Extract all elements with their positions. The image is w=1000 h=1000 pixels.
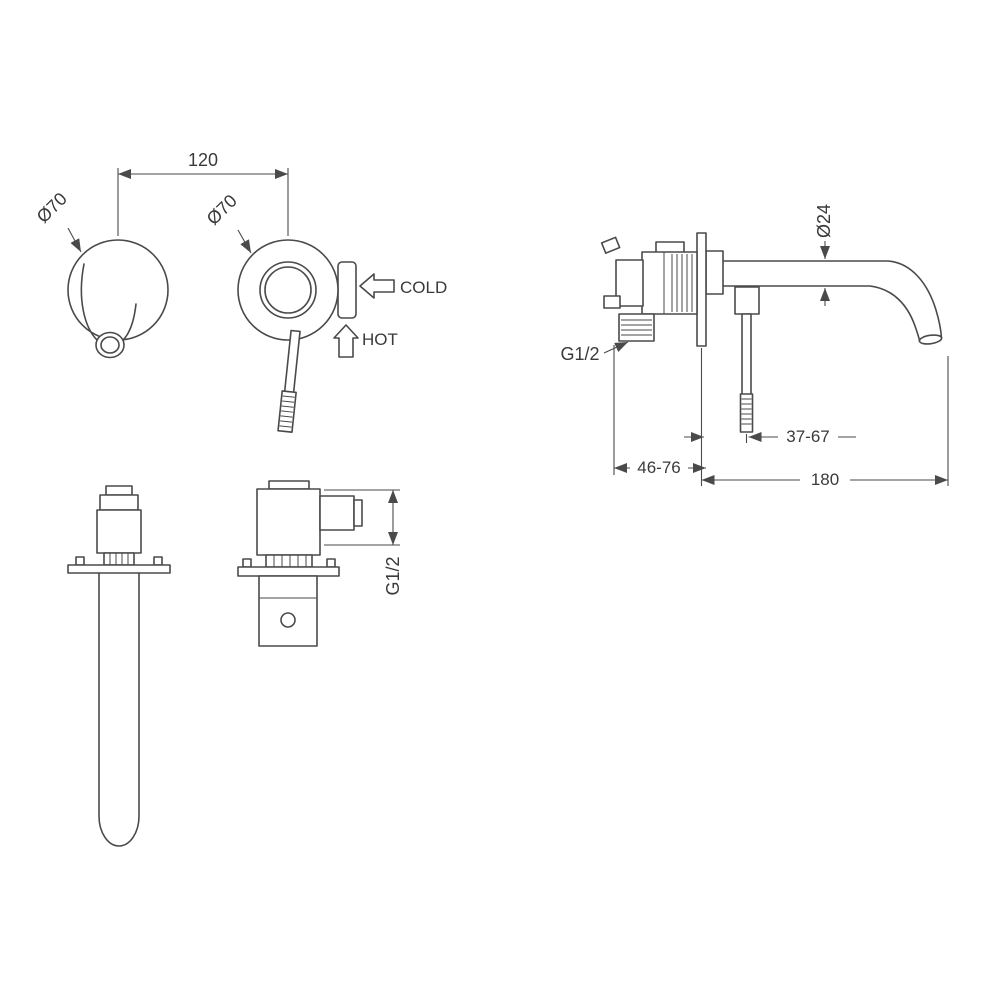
hot-label: HOT bbox=[362, 330, 398, 349]
side-view: Ø24 G1/2 37-67 46-76 bbox=[560, 204, 949, 489]
dimension-120: 120 bbox=[117, 150, 289, 236]
dia-24-label: Ø24 bbox=[814, 204, 834, 238]
dim-46-76-label: 46-76 bbox=[637, 458, 680, 477]
spout-front bbox=[67, 239, 169, 359]
hot-indicator: HOT bbox=[333, 324, 398, 358]
dia-70-left: Ø70 bbox=[33, 189, 82, 253]
thread-side-label: G1/2 bbox=[560, 344, 599, 364]
dimension-46-76: 46-76 bbox=[613, 345, 706, 477]
spout-plan bbox=[67, 485, 171, 847]
front-view: 120 Ø70 Ø70 bbox=[33, 150, 447, 433]
hot-arrow-icon bbox=[333, 324, 359, 358]
cold-arrow-icon bbox=[359, 273, 395, 299]
dim-37-67-label: 37-67 bbox=[786, 427, 829, 446]
plan-view: G1/2 bbox=[67, 480, 403, 847]
dim-120-label: 120 bbox=[188, 150, 218, 170]
dim-180-label: 180 bbox=[811, 470, 839, 489]
thread-plan-label: G1/2 bbox=[383, 556, 403, 595]
concealed-body bbox=[600, 236, 698, 342]
valve-plan bbox=[237, 480, 363, 647]
dia-70-right-label: Ø70 bbox=[203, 191, 241, 229]
wall-plate bbox=[696, 232, 707, 347]
dimension-37-67: 37-67 bbox=[684, 427, 856, 446]
dia-70-left-label: Ø70 bbox=[33, 189, 71, 227]
cold-label: COLD bbox=[400, 278, 447, 297]
thread-callout-side: G1/2 bbox=[560, 341, 629, 364]
dimension-dia-24: Ø24 bbox=[814, 204, 834, 306]
dia-70-right: Ø70 bbox=[203, 191, 252, 254]
handle-front bbox=[277, 329, 301, 433]
dimension-thread-plan: G1/2 bbox=[324, 489, 403, 596]
spout-side bbox=[705, 250, 943, 345]
handle-side bbox=[734, 286, 760, 433]
mixer-front bbox=[237, 239, 357, 433]
dimension-180: 180 bbox=[700, 348, 949, 489]
cold-indicator: COLD bbox=[359, 273, 447, 299]
